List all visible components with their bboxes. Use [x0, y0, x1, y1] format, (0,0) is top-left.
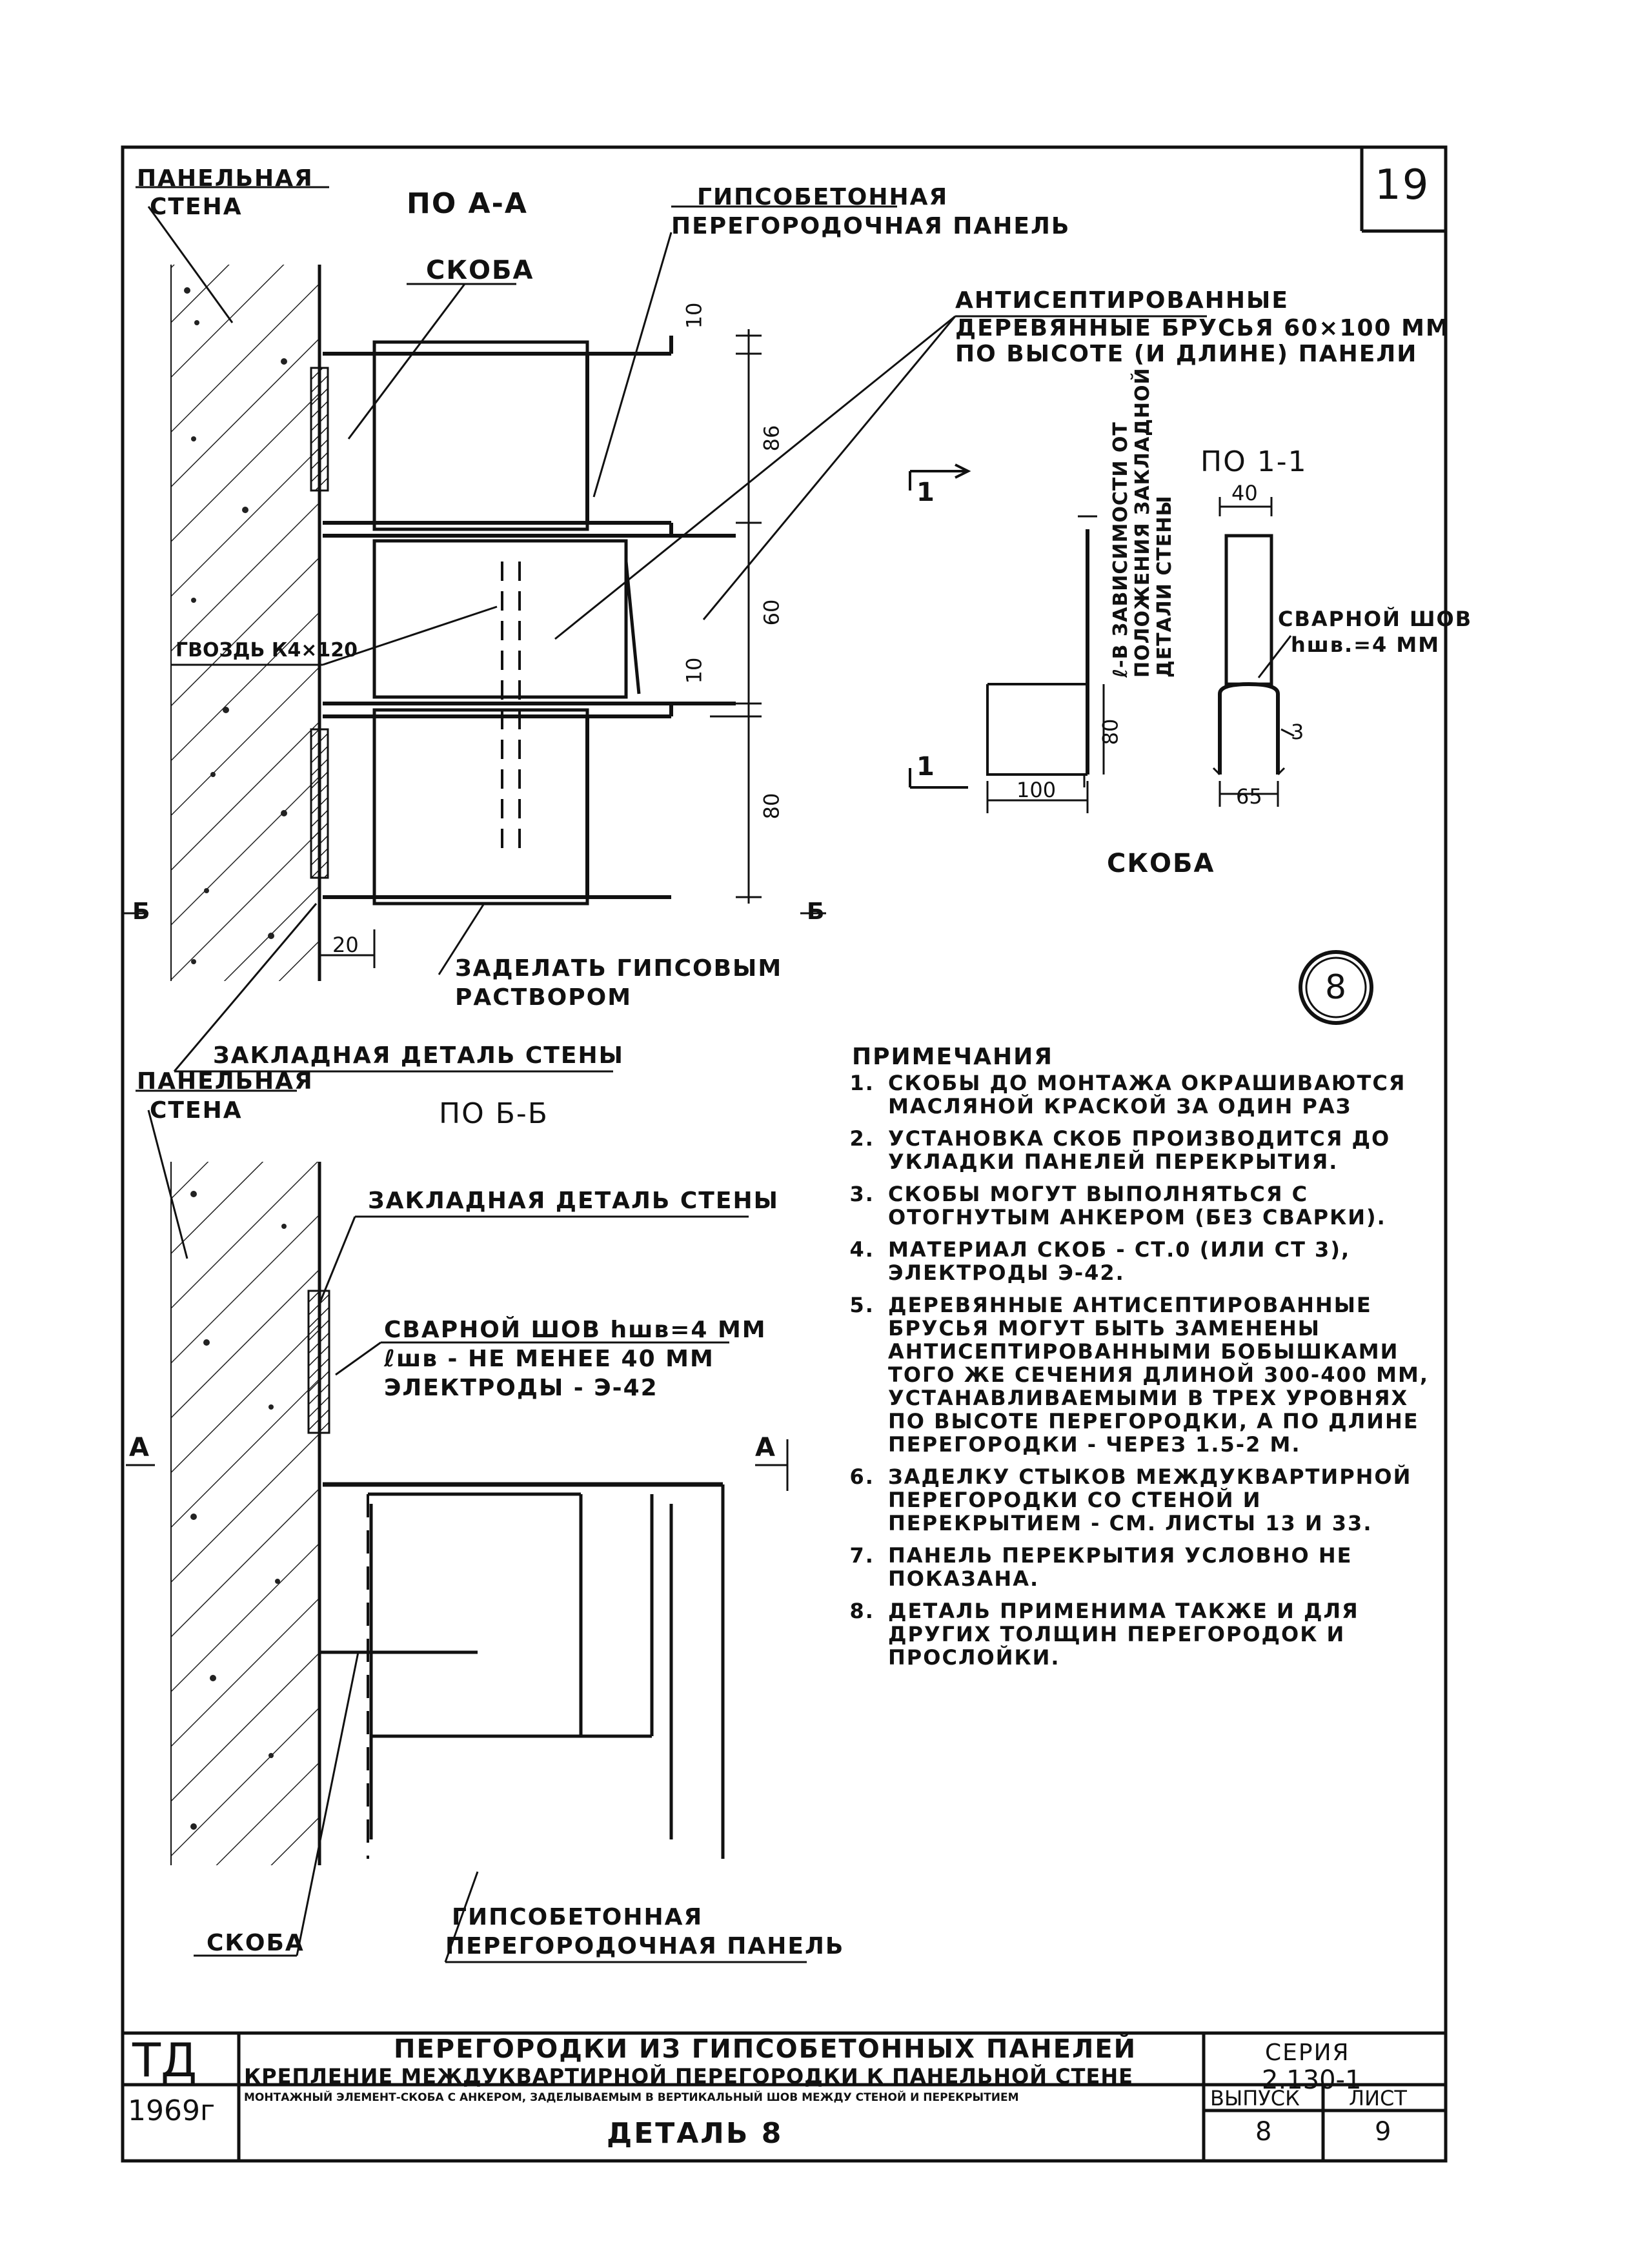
issue-label: ВЫПУСК — [1210, 2086, 1300, 2111]
note-item: ДЕТАЛЬ ПРИМЕНИМА ТАКЖЕ И ДЛЯ ДРУГИХ ТОЛЩ… — [883, 1599, 1433, 1669]
bb-panel-label-1: ГИПСОБЕТОННАЯ — [452, 1904, 703, 1930]
bb-weld-line-2: ℓшв - НЕ МЕНЕЕ 40 ММ — [384, 1346, 714, 1372]
aa-fill-label-2: РАСТВОРОМ — [455, 984, 632, 1011]
aa-beams-label-3: ПО ВЫСОТЕ (И ДЛИНЕ) ПАНЕЛИ — [955, 341, 1418, 367]
aa-dim-10b: 10 — [682, 657, 707, 684]
section-bb-leaders — [126, 1089, 807, 1963]
series-value: 2.130-1 — [1262, 2065, 1362, 2095]
s11-section-title: ПО 1-1 — [1200, 445, 1308, 478]
section-bb-panel — [319, 1482, 725, 1859]
bb-embedded-label: ЗАКЛАДНАЯ ДЕТАЛЬ СТЕНЫ — [368, 1188, 779, 1214]
section-aa-leaders — [123, 186, 1207, 1073]
notes-title: ПРИМЕЧАНИЯ — [852, 1044, 1053, 1070]
title-detail: ДЕТАЛЬ 8 — [607, 2117, 784, 2150]
note-item: УСТАНОВКА СКОБ ПРОИЗВОДИТСЯ ДО УКЛАДКИ П… — [883, 1127, 1433, 1173]
aa-cut-mark-left: Б — [132, 898, 152, 925]
s11-vertical-note: ℓ-В ЗАВИСИМОСТИ ОТ ПОЛОЖЕНИЯ ЗАКЛАДНОЙ Д… — [1109, 367, 1176, 678]
section-11-drawing — [909, 463, 1295, 813]
bb-cut-mark-left: А — [129, 1433, 150, 1463]
aa-beams-label-1: АНТИСЕПТИРОВАННЫЕ — [955, 287, 1289, 314]
bb-panel-label-2: ПЕРЕГОРОДОЧНАЯ ПАНЕЛЬ — [445, 1933, 845, 1959]
title-block-frame — [123, 2031, 1446, 2161]
title-subtitle: КРЕПЛЕНИЕ МЕЖДУКВАРТИРНОЙ ПЕРЕГОРОДКИ К … — [244, 2064, 1133, 2089]
s11-cut-mark-top: 1 — [916, 478, 936, 507]
bb-cut-mark-right: А — [755, 1433, 776, 1463]
note-item: ПАНЕЛЬ ПЕРЕКРЫТИЯ УСЛОВНО НЕ ПОКАЗАНА. — [883, 1544, 1433, 1590]
aa-embedded-label: ЗАКЛАДНАЯ ДЕТАЛЬ СТЕНЫ — [213, 1042, 624, 1069]
notes-list: СКОБЫ ДО МОНТАЖА ОКРАШИВАЮТСЯ МАСЛЯНОЙ К… — [852, 1071, 1433, 1669]
notes-block: ПРИМЕЧАНИЯ СКОБЫ ДО МОНТАЖА ОКРАШИВАЮТСЯ… — [852, 1046, 1433, 1678]
note-item: ЗАДЕЛКУ СТЫКОВ МЕЖДУКВАРТИРНОЙ ПЕРЕГОРОД… — [883, 1465, 1433, 1535]
aa-wall-label-2: СТЕНА — [150, 194, 243, 220]
title-subtitle-2: МОНТАЖНЫЙ ЭЛЕМЕНТ-СКОБА С АНКЕРОМ, ЗАДЕЛ… — [244, 2091, 1019, 2104]
aa-dim-10a: 10 — [682, 302, 707, 329]
aa-panel-label-1: ГИПСОБЕТОННАЯ — [697, 184, 949, 210]
detail-circle — [1299, 950, 1373, 1025]
section-aa-wall — [170, 265, 321, 981]
s11-cut-mark-bottom: 1 — [916, 752, 936, 782]
aa-dim-80: 80 — [759, 793, 784, 820]
aa-dim-86: 86 — [759, 425, 784, 452]
bracket-caption: СКОБА — [1107, 849, 1215, 878]
sheet-label: ЛИСТ — [1349, 2086, 1407, 2111]
bb-bracket-label: СКОБА — [207, 1930, 305, 1956]
title-main: ПЕРЕГОРОДКИ ИЗ ГИПСОБЕТОННЫХ ПАНЕЛЕЙ — [394, 2034, 1137, 2064]
s11-vertical-note-2: ПОЛОЖЕНИЯ ЗАКЛАДНОЙ — [1131, 367, 1154, 678]
note-item: СКОБЫ МОГУТ ВЫПОЛНЯТЬСЯ С ОТОГНУТЫМ АНКЕ… — [883, 1182, 1433, 1229]
sheet-value: 9 — [1375, 2117, 1391, 2147]
aa-beams-label-2: ДЕРЕВЯННЫЕ БРУСЬЯ 60×100 ММ — [955, 315, 1450, 341]
sheet-number: 19 — [1375, 161, 1430, 209]
s11-dim-65: 65 — [1236, 784, 1262, 809]
section-aa-panels — [323, 336, 736, 906]
s11-dim-40: 40 — [1231, 481, 1258, 505]
section-aa-dimension-lines — [318, 329, 762, 968]
s11-vertical-note-3: ДЕТАЛИ СТЕНЫ — [1153, 495, 1176, 678]
note-item: СКОБЫ ДО МОНТАЖА ОКРАШИВАЮТСЯ МАСЛЯНОЙ К… — [883, 1071, 1433, 1118]
aa-bracket-label: СКОБА — [426, 256, 534, 285]
bb-wall-label-2: СТЕНА — [150, 1097, 243, 1124]
bb-weld-line-3: ЭЛЕКТРОДЫ - Э-42 — [384, 1375, 658, 1401]
s11-vertical-note-1: ℓ-В ЗАВИСИМОСТИ ОТ — [1109, 421, 1132, 678]
bb-section-title: ПО Б-Б — [439, 1097, 549, 1130]
title-org: ТД — [132, 2033, 197, 2087]
detail-number: 8 — [1325, 968, 1348, 1007]
aa-dim-60: 60 — [759, 599, 784, 626]
section-aa-embedded-plates — [310, 367, 329, 879]
aa-panel-label-2: ПЕРЕГОРОДОЧНАЯ ПАНЕЛЬ — [671, 213, 1071, 239]
section-bb-wall — [170, 1162, 330, 1865]
note-item: МАТЕРИАЛ СКОБ - СТ.0 (ИЛИ СТ 3), ЭЛЕКТРО… — [883, 1238, 1433, 1284]
title-year: 1969г — [128, 2094, 216, 2127]
issue-value: 8 — [1255, 2117, 1272, 2147]
s11-weld-label-2: hшв.=4 ММ — [1291, 633, 1441, 657]
s11-dim-100: 100 — [1017, 778, 1057, 802]
bb-wall-label-1: ПАНЕЛЬНАЯ — [137, 1068, 314, 1095]
series-label: СЕРИЯ — [1265, 2040, 1350, 2066]
note-item: ДЕРЕВЯННЫЕ АНТИСЕПТИРОВАННЫЕ БРУСЬЯ МОГУ… — [883, 1293, 1433, 1456]
aa-wall-label-1: ПАНЕЛЬНАЯ — [137, 165, 314, 192]
aa-fill-label-1: ЗАДЕЛАТЬ ГИПСОВЫМ — [455, 955, 783, 982]
aa-nail-label: ГВОЗДЬ К4×120 — [176, 639, 358, 662]
aa-section-title: ПО А-А — [407, 187, 528, 220]
bb-weld-line-1: СВАРНОЙ ШОВ hшв=4 ММ — [384, 1317, 767, 1343]
aa-cut-mark-right: Б — [807, 898, 826, 925]
sheet-frame — [121, 145, 1448, 2163]
s11-weld-label-1: СВАРНОЙ ШОВ — [1278, 607, 1473, 631]
s11-dim-80: 80 — [1098, 718, 1123, 745]
s11-dim-3: 3 — [1291, 720, 1304, 744]
aa-dim-20: 20 — [332, 933, 359, 957]
